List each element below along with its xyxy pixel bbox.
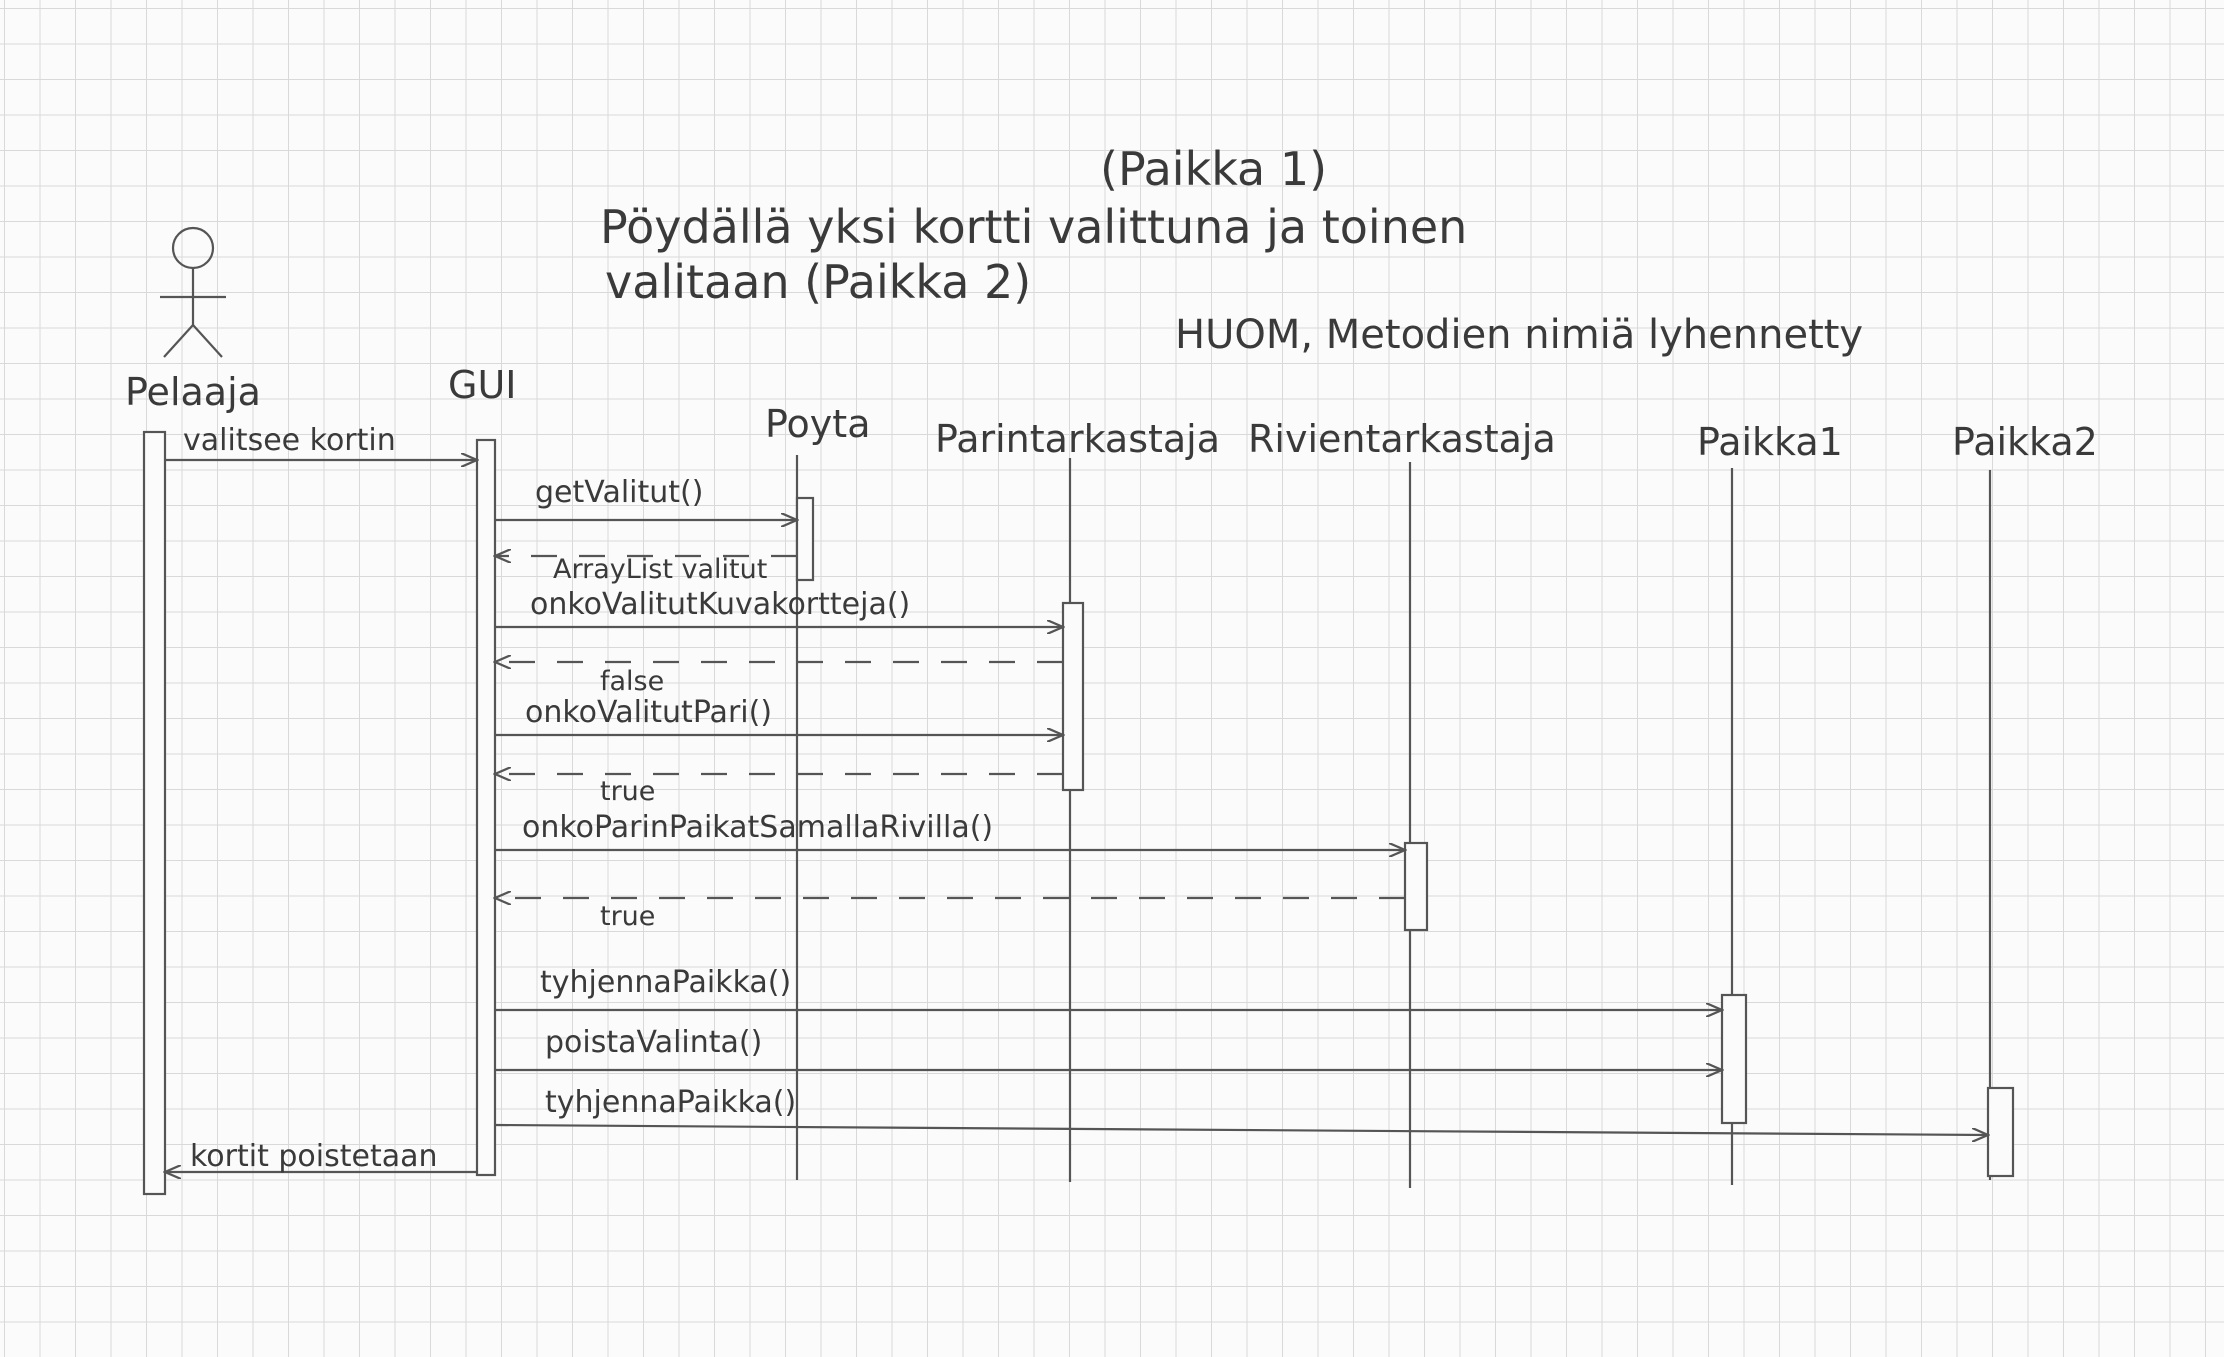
activation-paikka1 — [1720, 993, 1748, 1125]
return-label-false: false — [600, 666, 664, 697]
message-label-onkoparinpaikatsamallarivilla: onkoParinPaikatSamallaRivilla() — [522, 810, 993, 845]
message-arrow-tyhjennapaikka-2 — [494, 1123, 1988, 1135]
message-label-poistavalinta: poistaValinta() — [545, 1025, 762, 1060]
activation-rivientarkastaja — [1403, 841, 1429, 932]
activation-parintarkastaja — [1061, 601, 1085, 792]
message-label-getvalitut: getValitut() — [535, 475, 703, 510]
message-label-onkovalitutpari: onkoValitutPari() — [525, 695, 772, 730]
activation-poyta — [795, 496, 815, 582]
return-label-true-pari: true — [600, 776, 655, 807]
return-label-arraylist-valitut: ArrayList valitut — [553, 554, 767, 585]
message-label-tyhjennapaikka-2: tyhjennaPaikka() — [545, 1085, 796, 1120]
activation-pelaaja — [142, 430, 167, 1196]
return-label-true-rivi: true — [600, 901, 655, 932]
diagram-title-line-1: Pöydällä yksi kortti valittuna ja toinen — [600, 200, 1467, 254]
message-label-kortit-poistetaan: kortit poistetaan — [190, 1139, 438, 1174]
message-label-valitsee-kortin: valitsee kortin — [183, 423, 396, 458]
note-text: HUOM, Metodien nimiä lyhennetty — [1175, 312, 1863, 358]
participant-parintarkastaja-label: Parintarkastaja — [935, 417, 1220, 461]
activation-gui — [475, 438, 497, 1177]
participant-rivientarkastaja-label: Rivientarkastaja — [1248, 417, 1556, 461]
activation-paikka2 — [1986, 1086, 2015, 1178]
title-annotation: (Paikka 1) — [1100, 142, 1327, 196]
participant-paikka2-label: Paikka2 — [1952, 420, 2098, 464]
actor-icon — [160, 226, 226, 358]
participant-poyta-label: Poyta — [765, 402, 870, 446]
diagram-title-line-2: valitaan (Paikka 2) — [605, 255, 1031, 309]
message-label-onkovalitutkuvakortteja: onkoValitutKuvakortteja() — [530, 587, 910, 622]
participant-gui-label: GUI — [448, 363, 516, 407]
actor-label: Pelaaja — [125, 370, 261, 414]
message-label-tyhjennapaikka-1: tyhjennaPaikka() — [540, 965, 791, 1000]
participant-paikka1-label: Paikka1 — [1697, 420, 1843, 464]
